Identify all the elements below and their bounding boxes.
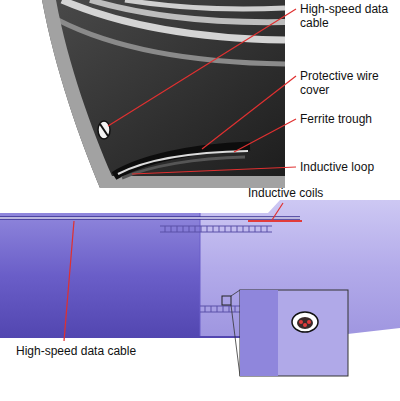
leader-line xyxy=(272,203,283,220)
box-end xyxy=(200,200,400,336)
leader-line xyxy=(132,167,296,174)
part-label: High-speed data cable xyxy=(300,2,396,30)
pipe-section xyxy=(42,0,285,188)
leader-lines xyxy=(64,9,296,341)
data-cable xyxy=(0,217,300,219)
inductive-coil xyxy=(248,220,302,222)
part-label: Protective wire cover xyxy=(300,69,396,97)
pipe-wall xyxy=(42,0,285,188)
face-ridge xyxy=(58,20,285,64)
leader-line xyxy=(64,221,74,341)
face-ridge xyxy=(125,0,285,9)
leader-line xyxy=(202,76,296,149)
part-label: Inductive loop xyxy=(300,160,374,174)
leader-line xyxy=(108,9,296,126)
pipe-joint xyxy=(0,200,400,376)
part-label: Inductive coils xyxy=(248,186,323,200)
joint-edge xyxy=(200,213,201,336)
coil-wire xyxy=(307,320,311,324)
coil-wire xyxy=(299,320,303,324)
zoom-line xyxy=(231,290,240,376)
data-cable xyxy=(98,121,110,139)
coil-section xyxy=(292,312,318,332)
zoom-inset xyxy=(240,290,348,376)
cut-face xyxy=(42,0,285,188)
inductive-loop xyxy=(122,157,245,178)
data-cable xyxy=(100,124,108,136)
coil-wire xyxy=(303,323,307,327)
part-label: Ferrite trough xyxy=(300,112,372,126)
face-ridge xyxy=(90,0,285,22)
leader-line xyxy=(234,119,296,152)
coil-section xyxy=(297,317,313,329)
zoom-marker xyxy=(222,296,231,305)
data-cable xyxy=(0,216,300,220)
part-label: High-speed data cable xyxy=(16,344,136,358)
inset-pin xyxy=(240,290,278,376)
